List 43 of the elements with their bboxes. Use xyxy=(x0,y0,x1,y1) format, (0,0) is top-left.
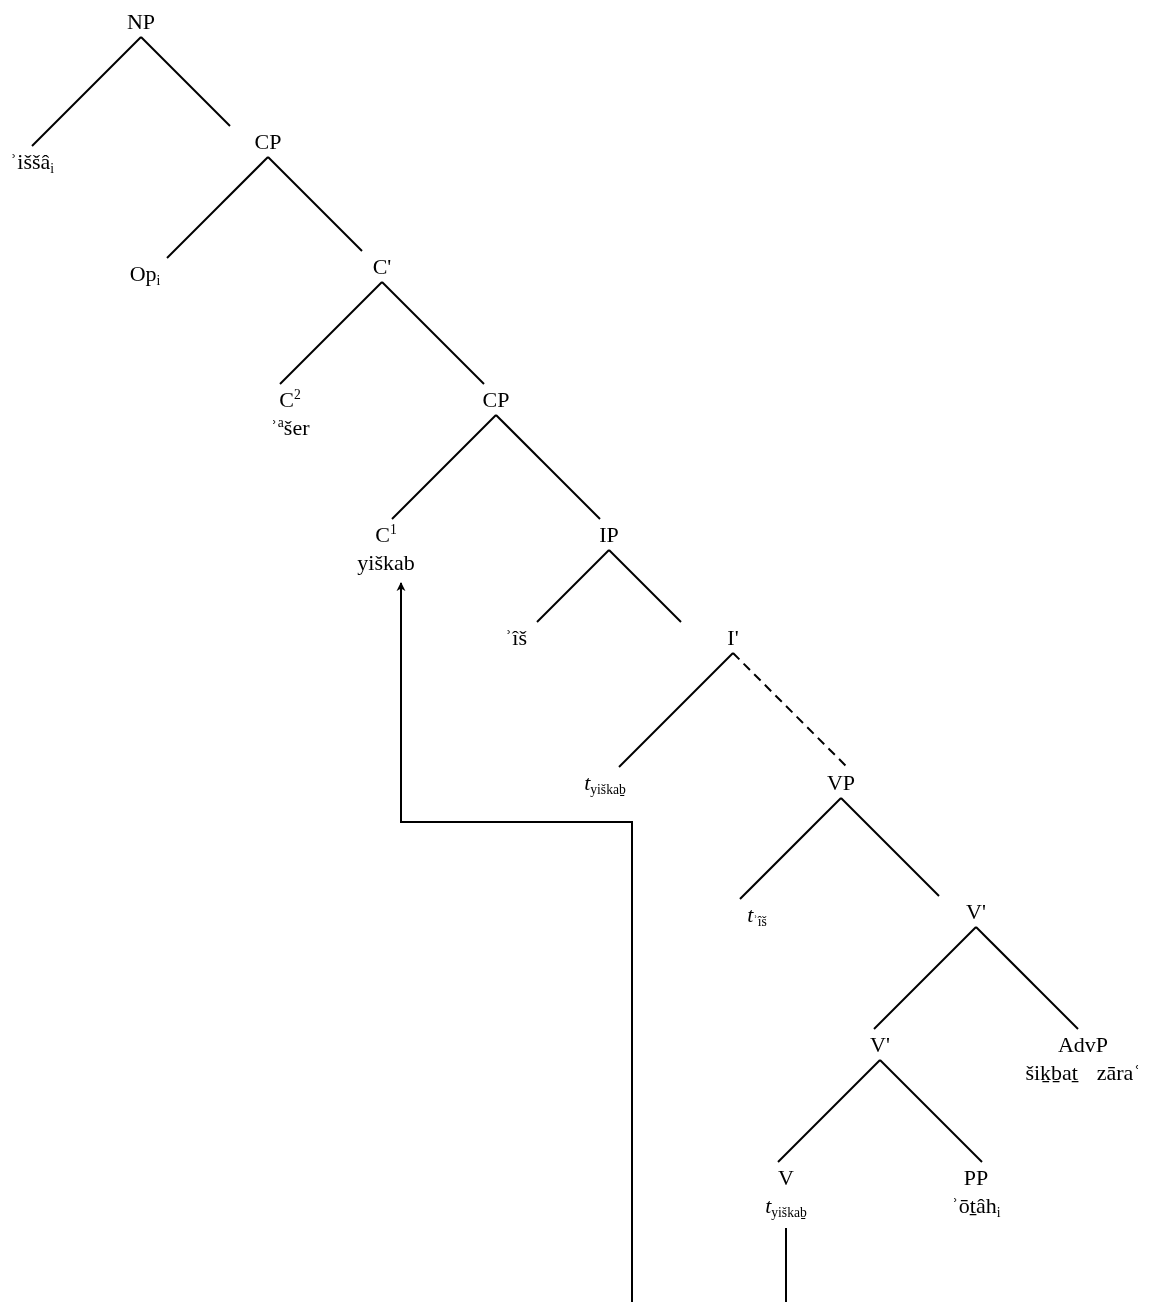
node-label: C' xyxy=(372,253,392,281)
node-label: V xyxy=(778,1164,794,1192)
node-label: VP xyxy=(826,769,856,797)
node-label: ʾîš xyxy=(505,624,527,652)
node-label: ʾiššâ$_{i}$ xyxy=(9,148,55,176)
node-label: C$^{2}$ xyxy=(279,386,301,414)
tree-branch xyxy=(739,797,842,900)
node-label: NP xyxy=(126,8,156,36)
tree-branch xyxy=(31,36,142,147)
tree-branch xyxy=(381,281,485,385)
tree-branch xyxy=(608,549,682,623)
node-label: CP xyxy=(482,386,510,414)
node-label: IP xyxy=(599,521,619,549)
node-label: C$^{1}$ xyxy=(375,521,397,549)
tree-branch xyxy=(873,926,977,1030)
tree-branch xyxy=(391,414,497,520)
word-label: ʾ$^{a}$šer xyxy=(270,414,310,442)
node-label: I' xyxy=(727,624,739,652)
tree-branch xyxy=(975,926,1079,1030)
node-label: t$_{yiškaḇ}$ xyxy=(584,769,626,797)
tree-branch xyxy=(166,156,269,259)
tree-branch xyxy=(879,1059,983,1163)
tree-branch xyxy=(840,797,940,897)
node-label: Op$_{i}$ xyxy=(129,260,161,288)
node-label: AdvP xyxy=(1057,1031,1109,1059)
tree-branch xyxy=(140,36,231,127)
node-label: V' xyxy=(870,1031,890,1059)
tree-branch xyxy=(267,156,363,252)
tree-branch xyxy=(536,549,610,623)
node-label: t$_{ʾîš}$ xyxy=(747,901,767,929)
word-label: ʾōṯâh$_{i}$ xyxy=(951,1192,1001,1220)
node-label: CP xyxy=(254,128,282,156)
tree-branch xyxy=(732,652,848,768)
tree-branch xyxy=(279,281,383,385)
word-label: t$_{yiškaḇ}$ xyxy=(765,1192,807,1220)
movement-arrow xyxy=(396,582,787,1302)
tree-branch xyxy=(777,1059,881,1163)
node-label: PP xyxy=(963,1164,989,1192)
node-label: V' xyxy=(966,898,986,926)
word-label: yiškab xyxy=(357,549,415,577)
word-label: šiḵḇaṯ zāraʿ xyxy=(1025,1059,1141,1087)
tree-branch xyxy=(618,652,734,768)
tree-branch xyxy=(495,414,601,520)
